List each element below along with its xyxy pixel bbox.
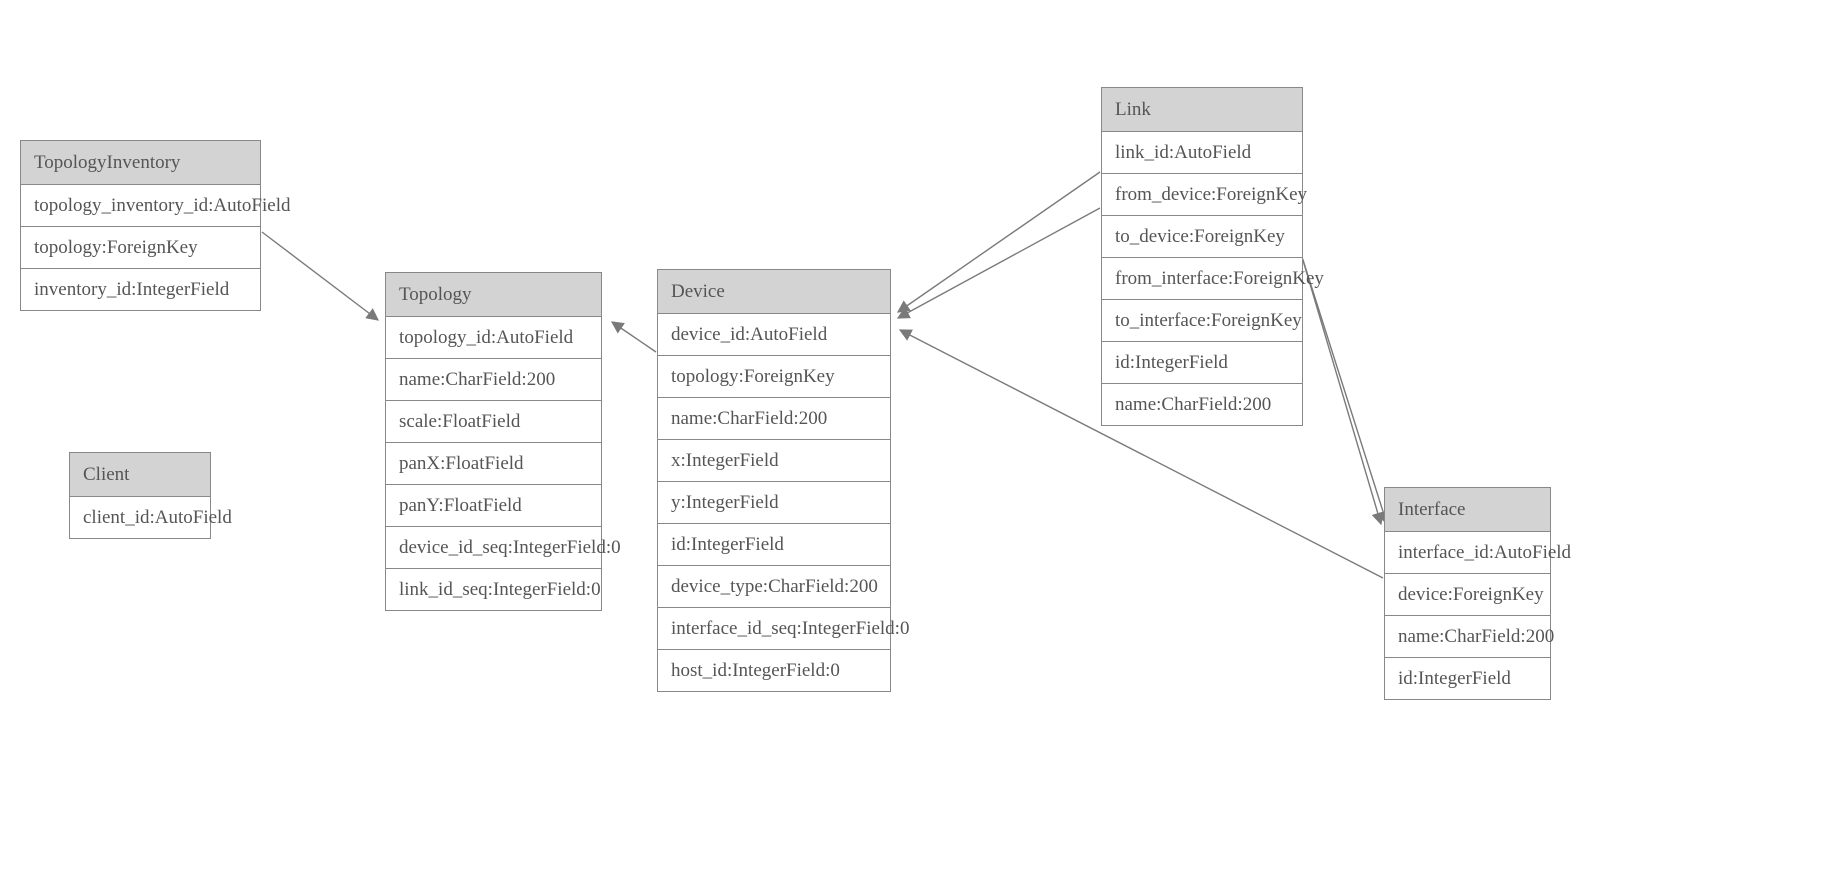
entity-title-topology_inventory: TopologyInventory <box>21 141 260 185</box>
edge-device-topology <box>610 321 657 353</box>
entity-field: link_id_seq:IntegerField:0 <box>399 579 601 600</box>
entity-field: from_interface:ForeignKey <box>1102 258 1324 300</box>
entity-field: topology_id:AutoField <box>386 317 601 359</box>
entity-field: topology:ForeignKey <box>658 356 890 398</box>
entity-field: name:CharField:200 <box>386 359 601 401</box>
entity-title-topology: Topology <box>386 273 601 317</box>
entity-field: client_id:AutoField <box>83 507 232 528</box>
entity-field: host_id:IntegerField:0 <box>671 660 840 681</box>
entity-field: scale:FloatField <box>386 401 601 443</box>
entity-field: id:IntegerField <box>658 524 890 566</box>
entity-field: device_id:AutoField <box>658 314 890 356</box>
entity-field: name:CharField:200 <box>658 398 890 440</box>
entity-field: id:IntegerField <box>1398 668 1511 689</box>
entity-field: device_id_seq:IntegerField:0 <box>386 527 621 569</box>
entity-field: device_type:CharField:200 <box>658 566 890 608</box>
edge-link-from-device <box>896 171 1101 313</box>
entity-field: to_device:ForeignKey <box>1102 216 1302 258</box>
entity-field: to_interface:ForeignKey <box>1102 300 1302 342</box>
entity-field: interface_id_seq:IntegerField:0 <box>658 608 909 650</box>
entity-field: inventory_id:IntegerField <box>34 279 230 300</box>
entity-title-link: Link <box>1102 88 1302 132</box>
entity-title-interface: Interface <box>1385 488 1550 532</box>
entity-field: link_id:AutoField <box>1102 132 1302 174</box>
entity-field: x:IntegerField <box>658 440 890 482</box>
entity-field: panX:FloatField <box>386 443 601 485</box>
entity-field: id:IntegerField <box>1102 342 1302 384</box>
entity-field: name:CharField:200 <box>1115 394 1272 415</box>
entity-field: topology:ForeignKey <box>21 227 260 269</box>
entity-title-client: Client <box>70 453 210 497</box>
entity-field: device:ForeignKey <box>1385 574 1550 616</box>
edge-topologyinventory-topology <box>261 231 380 321</box>
entity-field: from_device:ForeignKey <box>1102 174 1307 216</box>
entity-title-device: Device <box>658 270 890 314</box>
entity-field: topology_inventory_id:AutoField <box>21 185 291 227</box>
entity-field: panY:FloatField <box>386 485 601 527</box>
entity-field: interface_id:AutoField <box>1385 532 1571 574</box>
entity-field: name:CharField:200 <box>1385 616 1554 658</box>
edge-link-to-device <box>896 207 1101 319</box>
edge-link-to-interface <box>1302 259 1390 526</box>
entity-client[interactable]: Client client_id:AutoField <box>69 452 232 539</box>
entity-field: y:IntegerField <box>658 482 890 524</box>
